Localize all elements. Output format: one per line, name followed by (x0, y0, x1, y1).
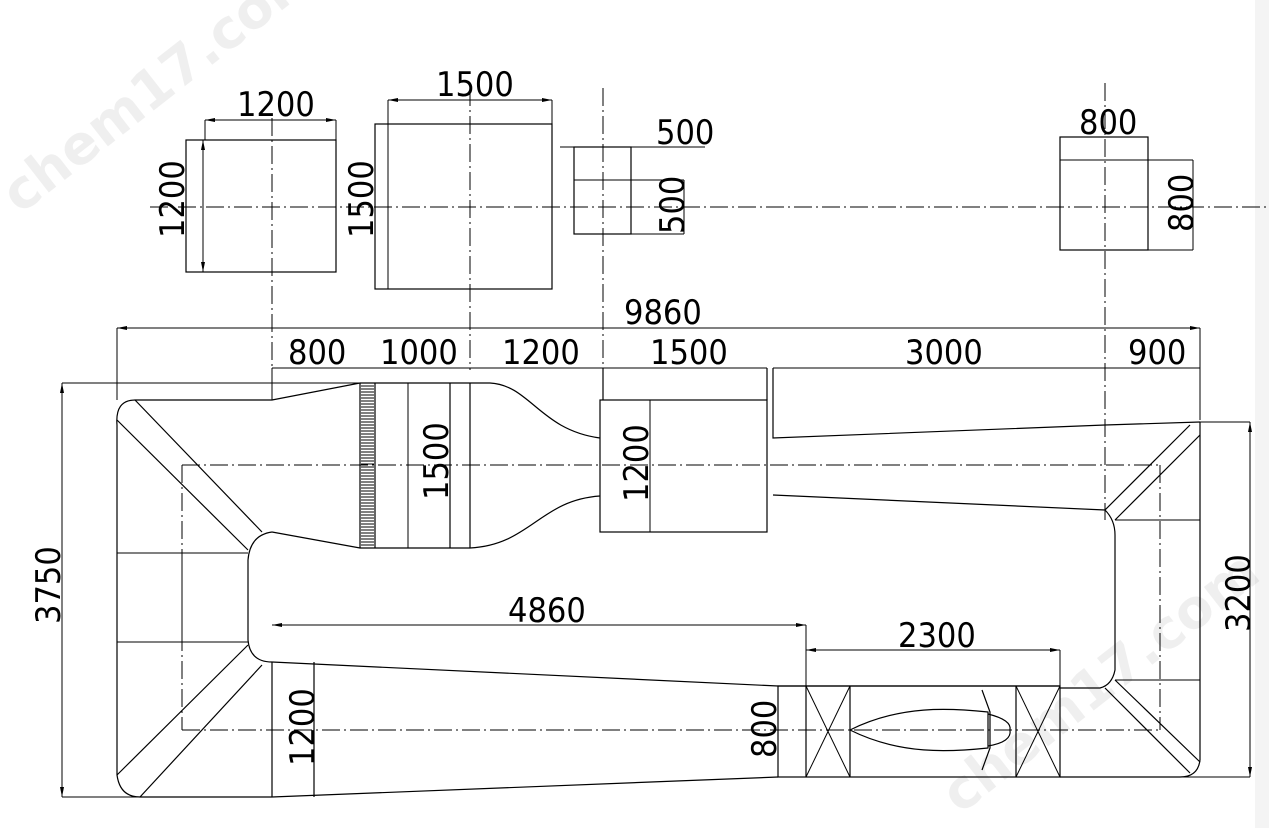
dimension-lines (61, 327, 1251, 798)
dimension-arrowhead (272, 623, 282, 627)
dimension-arrowhead (1248, 767, 1252, 777)
dim-return-length: 4860 (508, 591, 586, 631)
dimension-arrowhead (542, 98, 552, 102)
section-c (560, 146, 705, 235)
dimension-arrowhead (205, 118, 215, 122)
dimension-arrowhead (388, 98, 398, 102)
dim-overall-height: 3750 (29, 546, 69, 624)
section-a (185, 119, 337, 273)
dimension-arrowhead (60, 787, 64, 797)
dim-right-height: 3200 (1219, 554, 1259, 632)
dimension-arrowhead (806, 648, 816, 652)
dim-top-d-width: 800 (1079, 103, 1137, 143)
dimension-texts: 1200 1200 1500 1500 500 500 800 800 9860… (29, 65, 1259, 766)
dimension-arrows (60, 98, 1252, 797)
dim-fan-height: 800 (745, 700, 785, 758)
dim-seg-2: 1000 (380, 333, 458, 373)
dim-seg-5: 3000 (905, 333, 983, 373)
dim-top-a-width: 1200 (237, 85, 315, 125)
right-margin-strip (1255, 0, 1269, 828)
dimension-arrowhead (1050, 648, 1060, 652)
dim-fan-length: 2300 (898, 616, 976, 656)
dim-top-c-width: 500 (656, 113, 714, 153)
center-lines (150, 83, 1268, 731)
dim-top-a-height: 1200 (153, 160, 193, 238)
dim-test-section-height: 1200 (617, 424, 657, 502)
dimension-arrowhead (1248, 422, 1252, 432)
dimension-arrowhead (201, 140, 205, 150)
dim-top-c-height: 500 (653, 176, 693, 234)
dim-overall-length: 9860 (624, 293, 702, 333)
dim-top-d-height: 800 (1162, 174, 1202, 232)
dim-top-b-width: 1500 (436, 65, 514, 105)
dimension-arrowhead (796, 623, 806, 627)
dimension-arrowhead (117, 326, 127, 330)
section-b (374, 99, 553, 290)
dim-return-inlet-height: 1200 (283, 688, 323, 766)
dim-seg-4: 1500 (650, 333, 728, 373)
dim-settling-height: 1500 (417, 422, 457, 500)
dim-seg-6: 900 (1128, 333, 1186, 373)
dimension-arrowhead (326, 118, 336, 122)
honeycomb-hatch (361, 385, 374, 546)
dim-seg-1: 800 (288, 333, 346, 373)
section-d (1059, 136, 1194, 251)
dim-seg-3: 1200 (502, 333, 580, 373)
dim-top-b-height: 1500 (342, 160, 382, 238)
dimension-arrowhead (60, 383, 64, 393)
dimension-arrowhead (1190, 326, 1200, 330)
fan-section (777, 685, 1061, 778)
dimension-arrowhead (201, 262, 205, 272)
